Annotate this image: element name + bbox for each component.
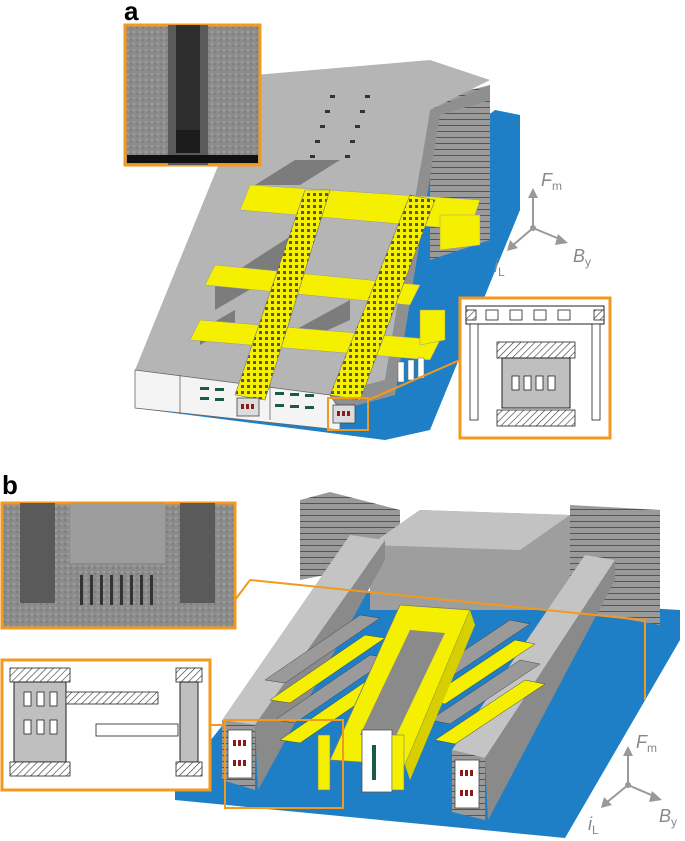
svg-text:By: By (573, 246, 591, 269)
field-axis-label-b: B (659, 806, 671, 826)
comb-fingers-b (264, 614, 546, 745)
vent-holes-a (310, 95, 370, 158)
sem-inset-b (0, 501, 646, 700)
force-axis-label-a: F (541, 170, 553, 190)
field-axis-label-a: B (573, 246, 585, 266)
svg-text:Fm: Fm (541, 170, 562, 193)
current-axis-label-b: i (588, 814, 593, 834)
sem-inset-a (123, 23, 262, 167)
cross-section-inset-a (327, 296, 612, 440)
panel-a-device (134, 60, 520, 440)
current-axis-label-a: i (494, 256, 499, 276)
panel-a-label: a (124, 0, 139, 26)
axes-a: Fm By iL (494, 170, 591, 279)
force-axis-label-b: F (636, 732, 648, 752)
svg-text:Fm: Fm (636, 732, 657, 755)
panel-b-device (175, 492, 680, 838)
svg-text:iL: iL (588, 814, 599, 837)
cross-section-inset-b (0, 658, 344, 809)
axes-b: Fm By iL (588, 732, 677, 837)
panel-b-label: b (2, 470, 18, 500)
svg-text:iL: iL (494, 256, 505, 279)
beam-mid-a (204, 264, 421, 306)
svg-text:By: By (659, 806, 677, 829)
left-rail-b (222, 535, 385, 725)
